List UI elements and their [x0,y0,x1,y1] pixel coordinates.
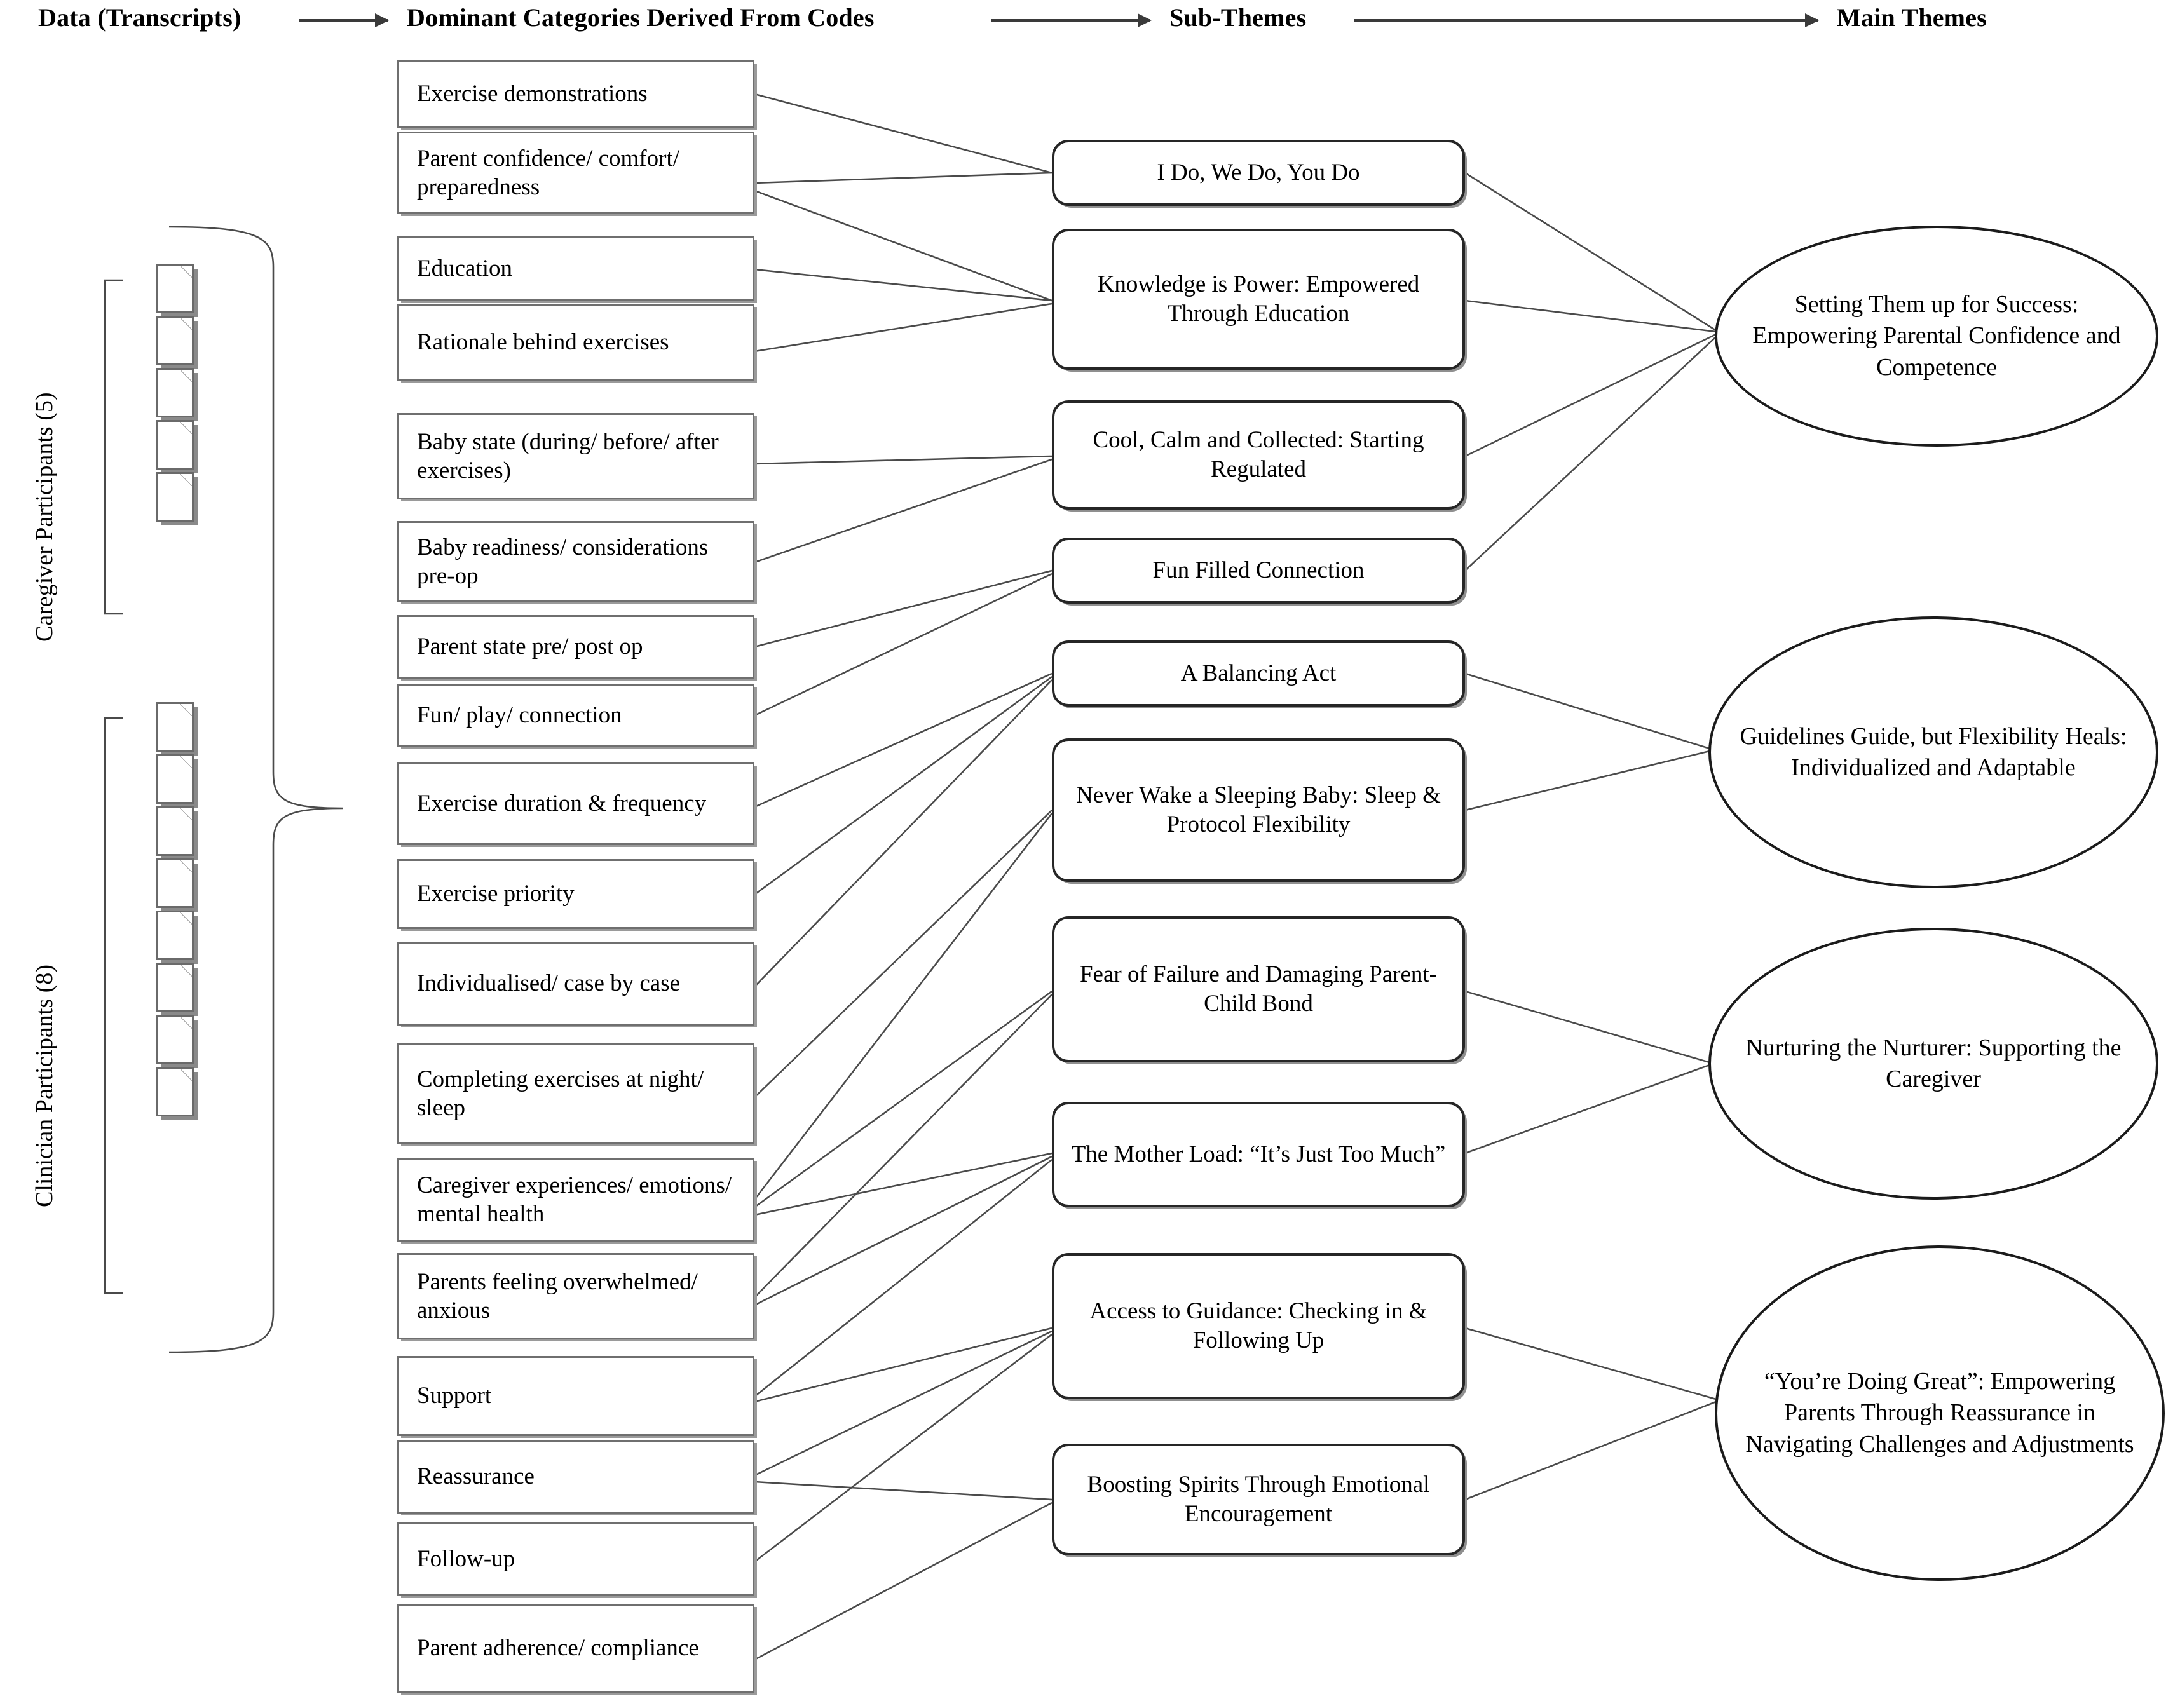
transcript-document-icon [156,806,200,862]
subtheme-box[interactable]: Cool, Calm and Collected: Starting Regul… [1052,400,1465,510]
column-header-mainthemes: Main Themes [1837,3,1987,32]
transcript-document-icon [156,1067,200,1123]
category-box[interactable]: Support [397,1356,754,1436]
category-label: Caregiver experiences/ emotions/ mental … [417,1172,732,1227]
subtheme-label: Cool, Calm and Collected: Starting Regul… [1093,426,1424,482]
main-theme-label: Setting Them up for Success: Empowering … [1752,290,2121,381]
category-box[interactable]: Parent adherence/ compliance [397,1604,754,1693]
transcript-document-icon [156,472,200,528]
category-box[interactable]: Exercise priority [397,859,754,929]
main-theme-label: Guidelines Guide, but Flexibility Heals:… [1740,722,2127,781]
subtheme-label: Fear of Failure and Damaging Parent-Chil… [1079,961,1437,1017]
category-box[interactable]: Follow-up [397,1522,754,1596]
subtheme-box[interactable]: Never Wake a Sleeping Baby: Sleep & Prot… [1052,738,1465,882]
main-theme-label: “You’re Doing Great”: Empowering Parents… [1745,1367,2134,1458]
category-label: Parent confidence/ comfort/ preparedness [417,145,679,200]
participant-group-label-caregiver: Caregiver Participants (5) [31,392,58,642]
subtheme-label: A Balancing Act [1180,660,1337,686]
category-label: Exercise duration & frequency [417,790,707,817]
transcript-document-icon [156,316,200,372]
category-box[interactable]: Education [397,236,754,301]
category-box[interactable]: Caregiver experiences/ emotions/ mental … [397,1158,754,1242]
transcript-document-icon [156,368,200,424]
column-header-data: Data (Transcripts) [38,3,242,32]
subtheme-box[interactable]: Access to Guidance: Checking in & Follow… [1052,1253,1465,1399]
main-theme-ellipse[interactable]: “You’re Doing Great”: Empowering Parents… [1715,1245,2165,1581]
right-arrow-icon [991,13,1152,27]
transcript-document-icon [156,702,200,758]
category-label: Baby readiness/ considerations pre-op [417,534,709,589]
subtheme-label: Knowledge is Power: Empowered Through Ed… [1097,271,1420,327]
main-theme-ellipse[interactable]: Setting Them up for Success: Empowering … [1715,226,2158,447]
subtheme-box[interactable]: The Mother Load: “It’s Just Too Much” [1052,1102,1465,1207]
right-arrow-icon [1354,13,1819,27]
category-box[interactable]: Parent confidence/ comfort/ preparedness [397,132,754,214]
transcript-document-icon [156,754,200,810]
right-arrow-icon [299,13,389,27]
column-header-categories: Dominant Categories Derived From Codes [407,3,875,32]
main-theme-label: Nurturing the Nurturer: Supporting the C… [1745,1034,2122,1092]
transcript-document-icon [156,911,200,966]
transcript-document-icon [156,264,200,320]
category-label: Rationale behind exercises [417,329,669,356]
category-box[interactable]: Reassurance [397,1440,754,1514]
main-theme-ellipse[interactable]: Nurturing the Nurturer: Supporting the C… [1708,928,2158,1200]
category-label: Exercise priority [417,881,575,907]
category-box[interactable]: Exercise demonstrations [397,60,754,128]
category-label: Parent adherence/ compliance [417,1635,699,1662]
category-label: Individualised/ case by case [417,970,681,997]
category-label: Parent state pre/ post op [417,634,643,660]
subtheme-box[interactable]: Knowledge is Power: Empowered Through Ed… [1052,229,1465,370]
category-box[interactable]: Fun/ play/ connection [397,684,754,747]
category-label: Fun/ play/ connection [417,702,622,729]
category-label: Exercise demonstrations [417,81,648,107]
subtheme-box[interactable]: Boosting Spirits Through Emotional Encou… [1052,1444,1465,1556]
category-box[interactable]: Individualised/ case by case [397,942,754,1026]
subtheme-box[interactable]: Fun Filled Connection [1052,538,1465,604]
transcript-document-icon [156,963,200,1019]
subtheme-label: Boosting Spirits Through Emotional Encou… [1087,1471,1430,1527]
transcript-document-icon [156,420,200,476]
subtheme-box[interactable]: I Do, We Do, You Do [1052,140,1465,206]
category-label: Reassurance [417,1463,535,1490]
subtheme-label: Access to Guidance: Checking in & Follow… [1089,1298,1427,1353]
subtheme-label: Fun Filled Connection [1152,557,1365,583]
main-theme-ellipse[interactable]: Guidelines Guide, but Flexibility Heals:… [1708,616,2158,888]
subtheme-label: I Do, We Do, You Do [1157,159,1360,186]
category-box[interactable]: Baby readiness/ considerations pre-op [397,521,754,602]
transcript-document-icon [156,1015,200,1071]
participant-group-label-clinician: Clinician Participants (8) [31,964,58,1207]
category-box[interactable]: Parents feeling overwhelmed/ anxious [397,1253,754,1339]
category-box[interactable]: Baby state (during/ before/ after exerci… [397,413,754,499]
subtheme-label: The Mother Load: “It’s Just Too Much” [1071,1141,1446,1167]
category-label: Follow-up [417,1546,515,1573]
category-label: Completing exercises at night/ sleep [417,1066,704,1121]
subtheme-box[interactable]: Fear of Failure and Damaging Parent-Chil… [1052,916,1465,1062]
category-label: Education [417,255,513,282]
category-box[interactable]: Exercise duration & frequency [397,762,754,845]
transcript-document-icon [156,858,200,914]
category-label: Support [417,1383,492,1409]
subtheme-box[interactable]: A Balancing Act [1052,640,1465,707]
category-box[interactable]: Rationale behind exercises [397,304,754,381]
category-box[interactable]: Parent state pre/ post op [397,615,754,679]
category-label: Parents feeling overwhelmed/ anxious [417,1268,698,1324]
subtheme-label: Never Wake a Sleeping Baby: Sleep & Prot… [1076,782,1441,837]
category-label: Baby state (during/ before/ after exerci… [417,428,719,484]
column-header-subthemes: Sub-Themes [1169,3,1307,32]
category-box[interactable]: Completing exercises at night/ sleep [397,1043,754,1144]
